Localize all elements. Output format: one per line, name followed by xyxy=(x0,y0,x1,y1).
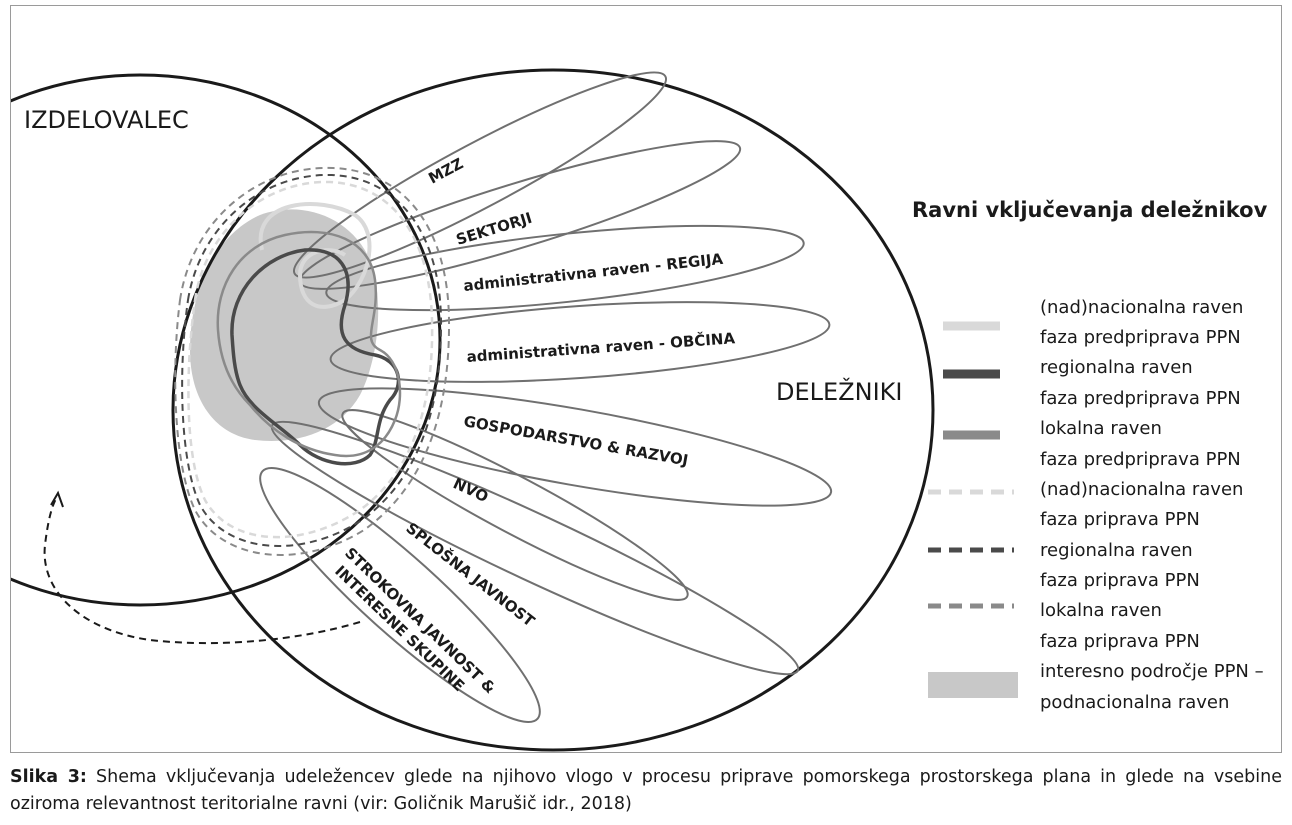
legend-line: regionalna raven xyxy=(1040,357,1193,378)
legend-line: (nad)nacionalna raven xyxy=(1040,297,1244,318)
petal-label-regija: administrativna raven - REGIJA xyxy=(463,250,725,295)
legend-line: interesno področje PPN – xyxy=(1040,661,1264,682)
local-dashed-contour xyxy=(174,166,451,556)
legend-swatches xyxy=(928,321,1018,698)
petal-label-strokovna-2: INTERESNE SKUPINE xyxy=(331,562,468,695)
legend-line: lokalna raven xyxy=(1040,418,1162,439)
national-dashed-contour xyxy=(187,180,434,539)
legend-line: faza priprava PPN xyxy=(1040,631,1200,652)
caption-label: Slika 3: xyxy=(10,767,87,787)
petal-strokovna xyxy=(259,467,541,723)
izdelovalec-label: IZDELOVALEC xyxy=(24,106,189,134)
legend-line: lokalna raven xyxy=(1040,600,1162,621)
legend-line: faza predpriprava PPN xyxy=(1040,327,1241,348)
petal-splosna xyxy=(270,420,800,676)
legend-line: faza predpriprava PPN xyxy=(1040,388,1241,409)
figure-frame xyxy=(10,5,1282,753)
petal-regija xyxy=(325,224,805,312)
process-arrow-head xyxy=(50,490,64,508)
process-arrow-line xyxy=(43,496,361,645)
legend-title: Ravni vključevanja deležnikov xyxy=(912,198,1268,222)
regional-level-line xyxy=(230,248,401,466)
delezniki-label: DELEŽNIKI xyxy=(776,377,902,406)
petal-label-nvo: NVO xyxy=(450,474,491,506)
legend-line: faza priprava PPN xyxy=(1040,509,1200,530)
legend-line: faza priprava PPN xyxy=(1040,570,1200,591)
petal-label-gospodarstvo: GOSPODARSTVO & RAZVOJ xyxy=(462,412,689,469)
figure-caption: Slika 3: Shema vključevanja udeležencev … xyxy=(10,764,1282,818)
izdelovalec-circle xyxy=(11,73,442,607)
petal-nvo xyxy=(341,409,689,601)
legend-line: podnacionalna raven xyxy=(1040,692,1230,713)
petal-obcina xyxy=(329,301,831,383)
petal-label-obcina: administrativna raven - OBČINA xyxy=(466,328,736,366)
regional-dashed-contour xyxy=(181,173,443,547)
interest-area-shape xyxy=(190,209,379,441)
legend-line: regionalna raven xyxy=(1040,540,1193,561)
petal-mzz xyxy=(292,71,668,279)
legend-line: faza predpriprava PPN xyxy=(1040,449,1241,470)
delezniki-circle xyxy=(171,68,935,752)
petal-gospodarstvo xyxy=(317,387,833,507)
stakeholder-diagram: IZDELOVALEC DELEŽNIKI MZZ SEKTORJI admin… xyxy=(11,68,1018,752)
caption-text: Shema vključevanja udeležencev glede na … xyxy=(10,767,1282,814)
national-level-line xyxy=(258,202,372,309)
local-level-line xyxy=(216,230,402,458)
legend-line: (nad)nacionalna raven xyxy=(1040,479,1244,500)
legend-swatch-interest-area xyxy=(928,672,1018,698)
petal-label-mzz: MZZ xyxy=(425,154,466,187)
